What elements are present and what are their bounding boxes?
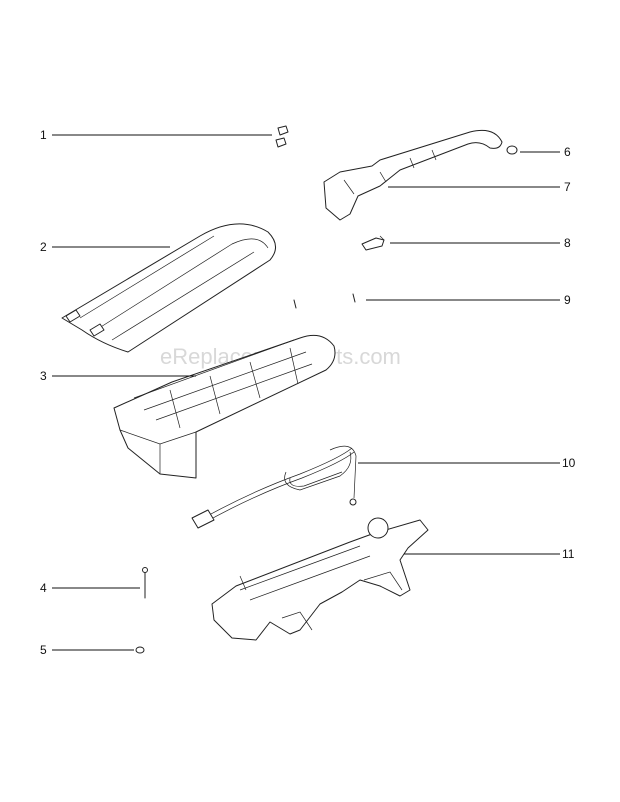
- part-8-clip: [361, 235, 385, 251]
- part-3-base-housing: [113, 334, 336, 479]
- callout-5: 5: [40, 643, 47, 657]
- part-9-pins: [293, 293, 356, 309]
- part-10-element-cord: [191, 445, 357, 529]
- part-4-pin: [142, 567, 148, 599]
- callout-6: 6: [564, 145, 571, 159]
- callout-11: 11: [562, 547, 575, 561]
- callout-4: 4: [40, 581, 47, 595]
- callout-9: 9: [564, 293, 571, 307]
- callout-2: 2: [40, 240, 47, 254]
- part-11-lower-frame: [211, 517, 429, 641]
- callout-10: 10: [562, 456, 576, 470]
- callout-7: 7: [564, 180, 571, 194]
- callout-8: 8: [564, 236, 571, 250]
- callout-numbers: 1 2 3 4 5 6 7 8 9 10 11: [40, 128, 576, 657]
- callout-1: 1: [40, 128, 47, 142]
- part-1-fasteners: [275, 125, 289, 148]
- leader-lines: [52, 134, 560, 651]
- callout-3: 3: [40, 369, 47, 383]
- part-2-top-cover: [61, 223, 276, 353]
- part-7-handle: [323, 129, 503, 221]
- part-6-o-ring: [506, 145, 518, 155]
- part-5-washer: [135, 646, 145, 654]
